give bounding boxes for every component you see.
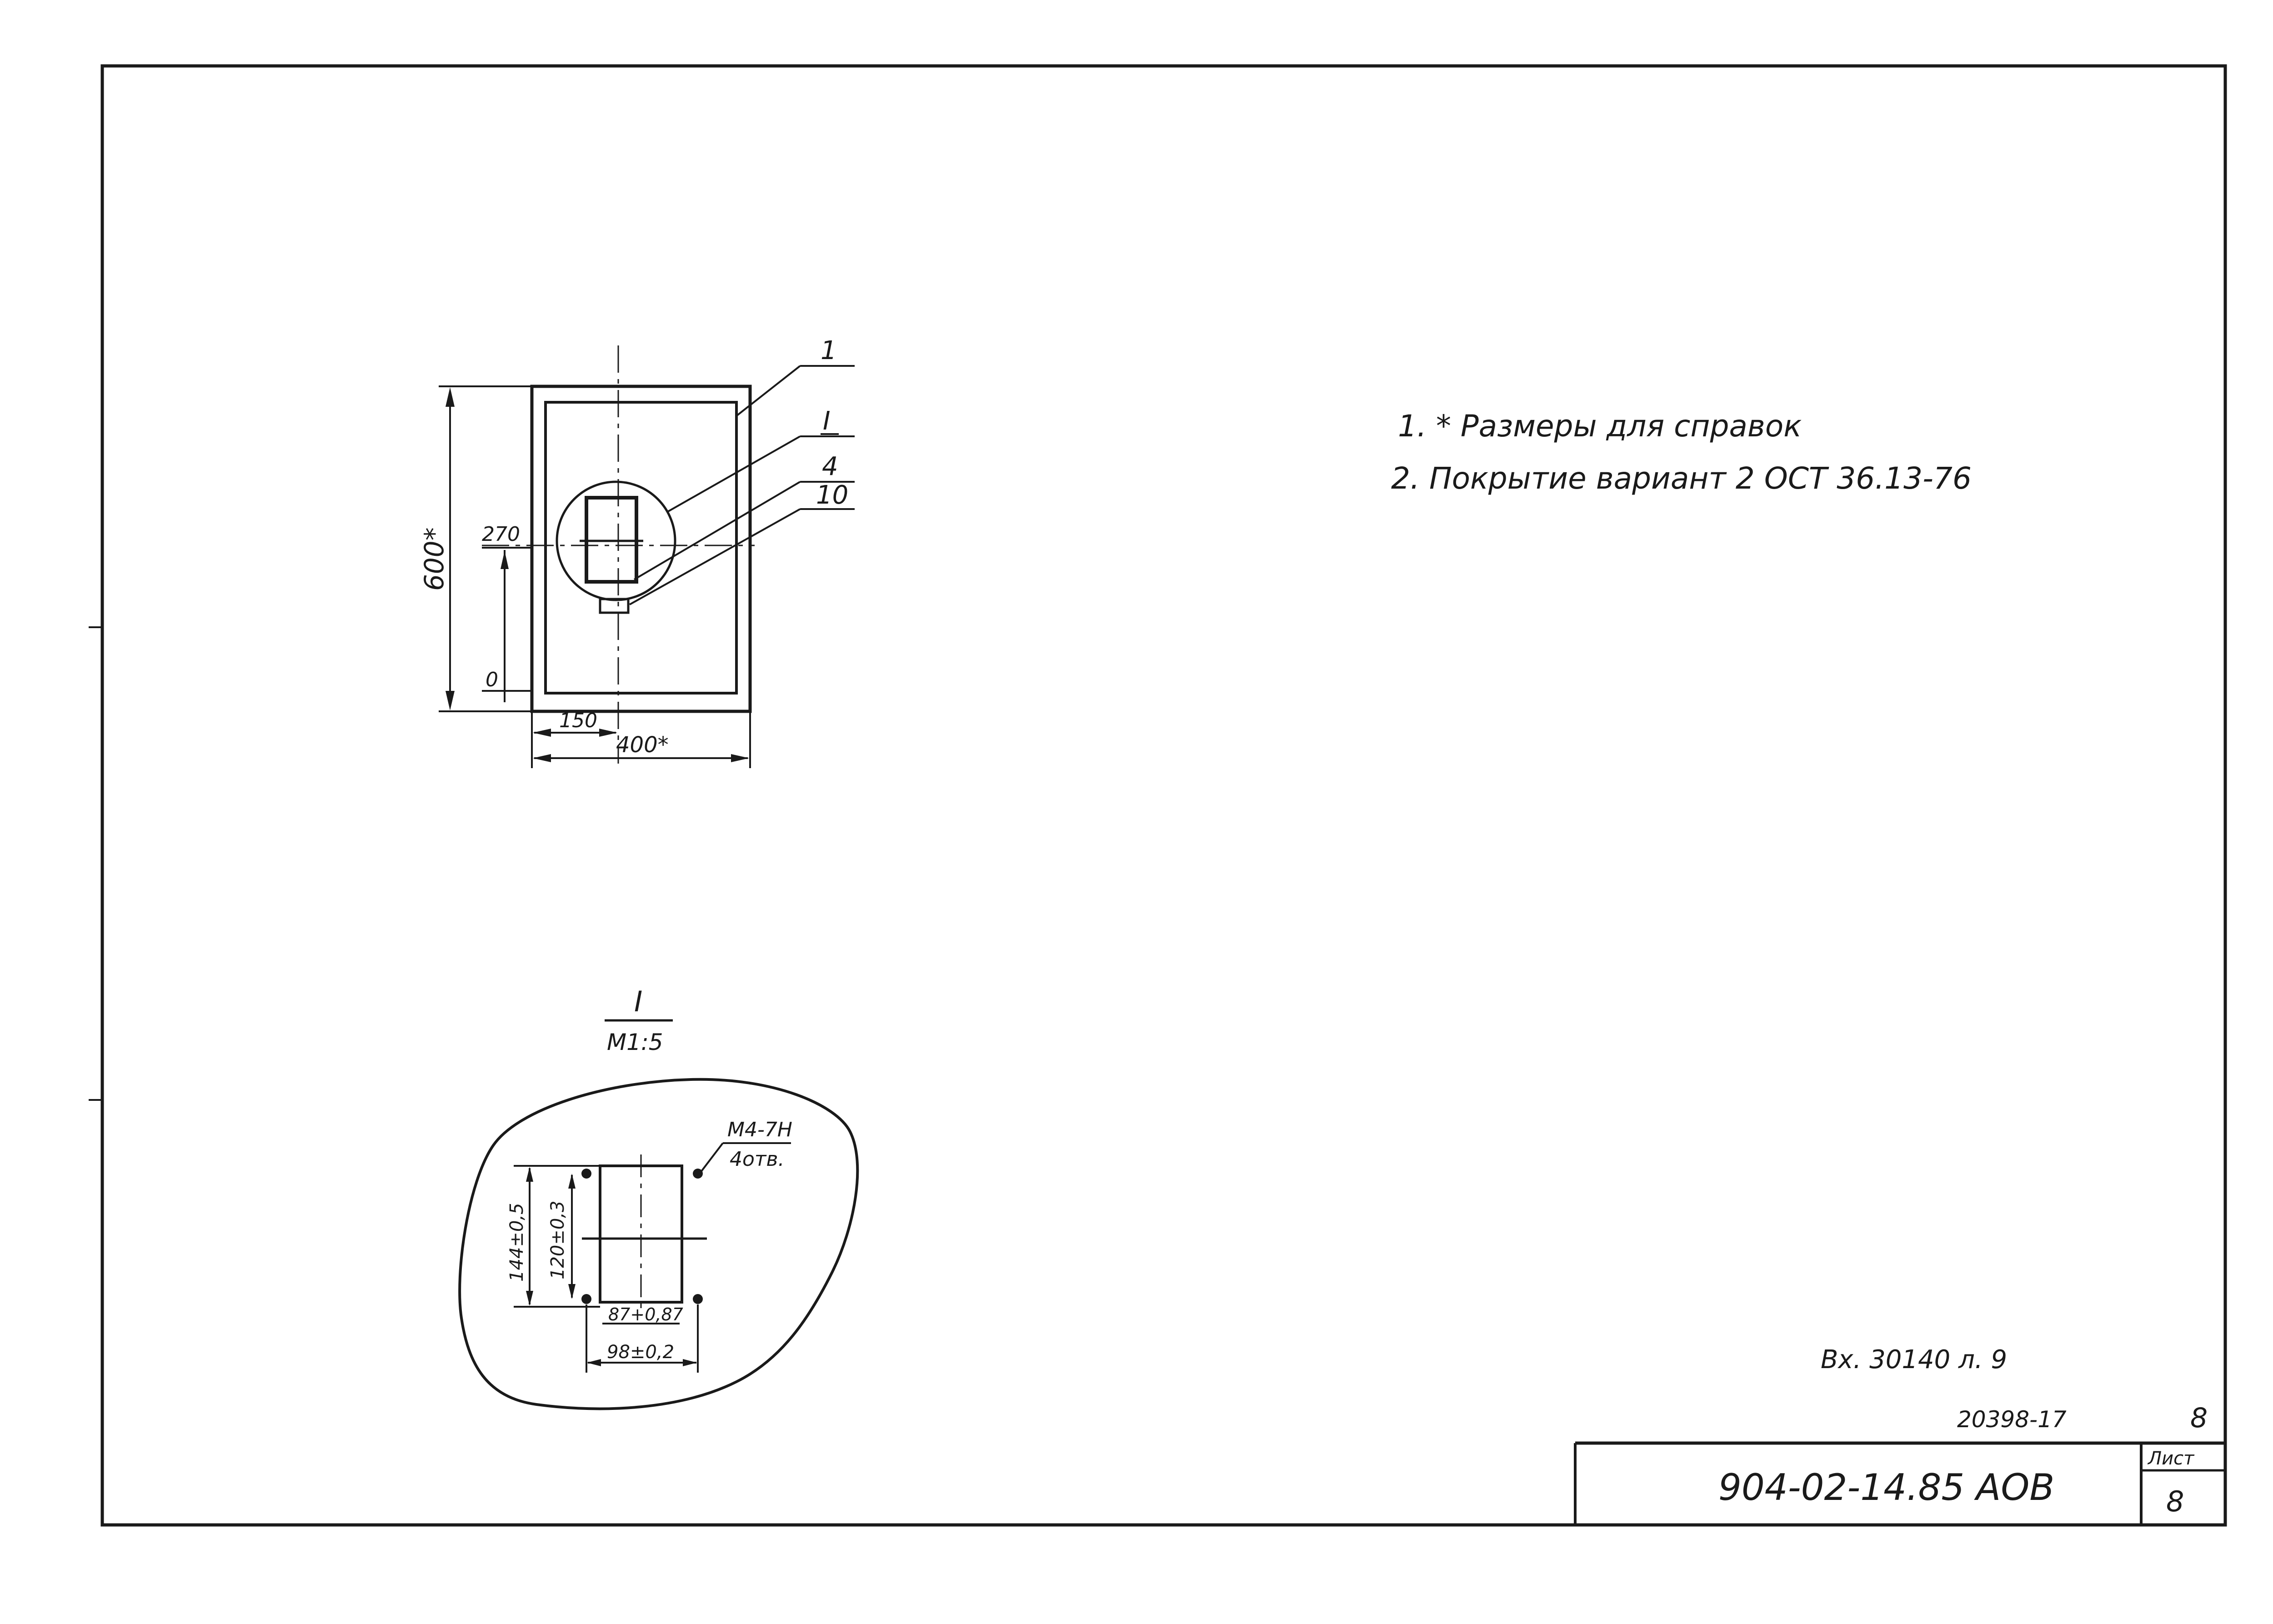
- detail-view: I М1:5 М4-7Н 4отв. 144±0,5 120±0,3 87+0,…: [458, 985, 859, 1410]
- dim-arrow: [731, 754, 749, 762]
- title-block: 904-02-14.85 АОВ Лист 8: [1574, 1441, 2225, 1525]
- callout-1: 1: [821, 336, 837, 365]
- dim-arrow: [683, 1359, 697, 1366]
- archive-number: 20398-17: [1957, 1406, 2067, 1433]
- dim-arrow: [533, 754, 551, 762]
- callout-I: I: [823, 406, 831, 436]
- thread-hole: [693, 1169, 703, 1179]
- dim-arrow: [568, 1284, 576, 1299]
- cabinet-inner-outline: [544, 401, 738, 695]
- callout-leader-10: [629, 508, 801, 605]
- dim-arrow: [533, 729, 551, 737]
- corner-sheet-number: 8: [2190, 1402, 2208, 1434]
- thread-hole: [581, 1169, 591, 1179]
- detail-scale: М1:5: [607, 1029, 663, 1055]
- mark-270-label: 270: [482, 523, 520, 546]
- callout-leader-I: [668, 435, 801, 512]
- note-1: 1. * Размеры для справок: [1398, 409, 1802, 444]
- thread-hole: [693, 1294, 703, 1304]
- dim-arrow: [526, 1291, 533, 1306]
- dim-arrow: [446, 387, 455, 407]
- note-2: 2. Покрытие вариант 2 ОСТ 36.13-76: [1391, 461, 1972, 496]
- dim-arrow: [599, 729, 617, 737]
- notes-block: 1. * Размеры для справок 2. Покрытие вар…: [1391, 409, 1972, 496]
- dim-arrow: [501, 551, 509, 569]
- dim-outer-width: 98±0,2: [607, 1342, 674, 1363]
- thread-note-leader: [700, 1142, 724, 1173]
- dim-arrow: [526, 1167, 533, 1182]
- sheet-frame: [100, 64, 2227, 1527]
- inventory-note: Вх. 30140 л. 9: [1821, 1345, 2007, 1374]
- callout-leader-1: [736, 365, 801, 417]
- thread-note: М4-7Н: [727, 1118, 792, 1141]
- dim-inner-width: 87+0,87: [608, 1304, 683, 1324]
- mark-0-label: 0: [486, 668, 498, 691]
- sheet-label: Лист: [2147, 1448, 2195, 1469]
- cabinet-outline: [530, 385, 752, 713]
- sheet-number: 8: [2166, 1485, 2184, 1518]
- detail-title: I: [634, 985, 642, 1018]
- callout-4: 4: [822, 452, 838, 481]
- thread-hole: [581, 1294, 591, 1304]
- dim-arrow: [446, 691, 455, 710]
- callout-leader-4: [633, 481, 801, 580]
- dim-outer-height: 144±0,5: [506, 1203, 527, 1282]
- holes-note: 4отв.: [730, 1148, 784, 1171]
- dim-height-label: 600*: [419, 527, 450, 591]
- dim-inner-height: 120±0,3: [547, 1201, 568, 1279]
- break-outline: [458, 1078, 859, 1410]
- callout-10: 10: [816, 480, 848, 510]
- dim-width-label: 400*: [616, 732, 669, 758]
- dim-arrow: [568, 1174, 576, 1189]
- main-view: 600* 270 0 150 400* 1 I 4 10: [419, 336, 855, 768]
- dim-arrow: [587, 1359, 601, 1366]
- plate-label: [599, 598, 630, 614]
- dim-offset-label: 150: [559, 709, 597, 732]
- document-designation: 904-02-14.85 АОВ: [1718, 1466, 2054, 1509]
